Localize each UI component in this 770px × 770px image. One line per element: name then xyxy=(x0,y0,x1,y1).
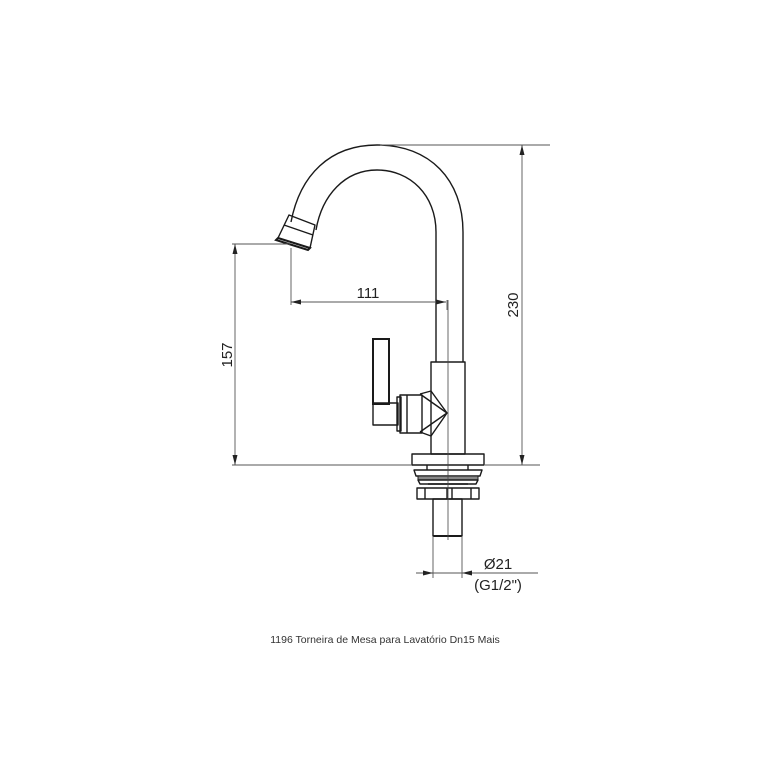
dimension-thread-diameter: Ø21 (G1/2") xyxy=(416,536,538,594)
handle-lever xyxy=(372,338,399,426)
dimension-thread-spec-label: (G1/2") xyxy=(474,577,522,594)
dimension-111-label: 111 xyxy=(357,285,380,302)
dimension-spout-height: 157 xyxy=(219,243,412,466)
faucet-outline xyxy=(274,144,485,540)
aerator-icon xyxy=(274,214,316,252)
dimension-157-label: 157 xyxy=(219,342,236,367)
drawing-caption: 1196 Torneira de Mesa para Lavatório Dn1… xyxy=(270,634,500,646)
threaded-shank xyxy=(432,498,463,537)
dimension-diameter-label: Ø21 xyxy=(484,556,512,573)
dimension-230-label: 230 xyxy=(505,292,522,317)
dimension-total-height: 230 xyxy=(380,144,550,466)
valve-cone xyxy=(419,390,448,437)
dimension-spout-reach: 111 xyxy=(290,248,448,310)
